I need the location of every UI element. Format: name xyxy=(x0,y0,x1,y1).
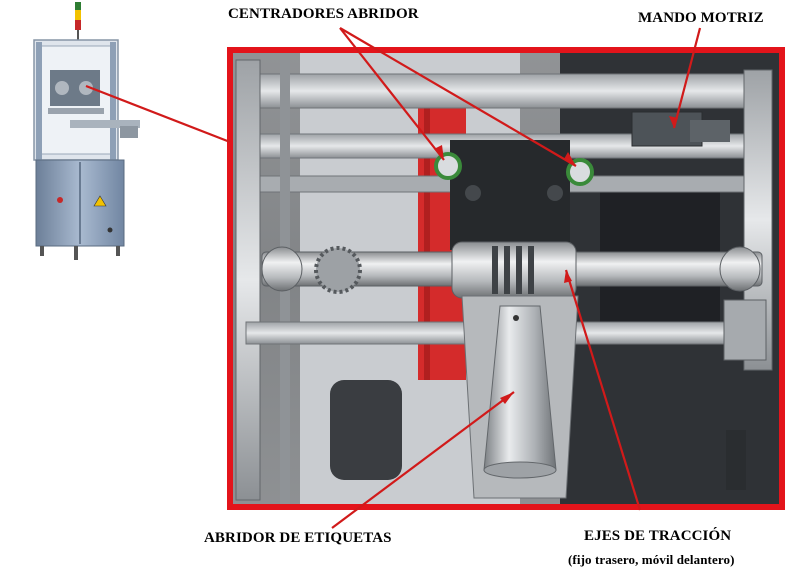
machine-thumbnail xyxy=(33,2,140,260)
arrow-heads xyxy=(434,116,678,404)
label-ejes-traccion-detail: (fijo trasero, móvil delantero) xyxy=(568,552,735,567)
label-ejes-traccion: EJES DE TRACCIÓN xyxy=(584,528,732,544)
abridor-arrow xyxy=(331,391,515,529)
callout-arrows xyxy=(85,27,702,529)
detail-photo xyxy=(230,50,782,507)
centradores-arrow-right xyxy=(339,27,577,167)
label-centradores-abridor: CENTRADORES ABRIDOR xyxy=(228,6,419,22)
mando-arrow xyxy=(672,27,702,129)
label-mando-motriz: MANDO MOTRIZ xyxy=(638,10,764,26)
label-abridor-etiquetas: ABRIDOR DE ETIQUETAS xyxy=(204,530,392,546)
ejes-arrow xyxy=(564,269,642,511)
detail-frame xyxy=(227,47,785,510)
centradores-arrow-left xyxy=(339,27,445,161)
zoom-callout-line xyxy=(85,84,231,144)
